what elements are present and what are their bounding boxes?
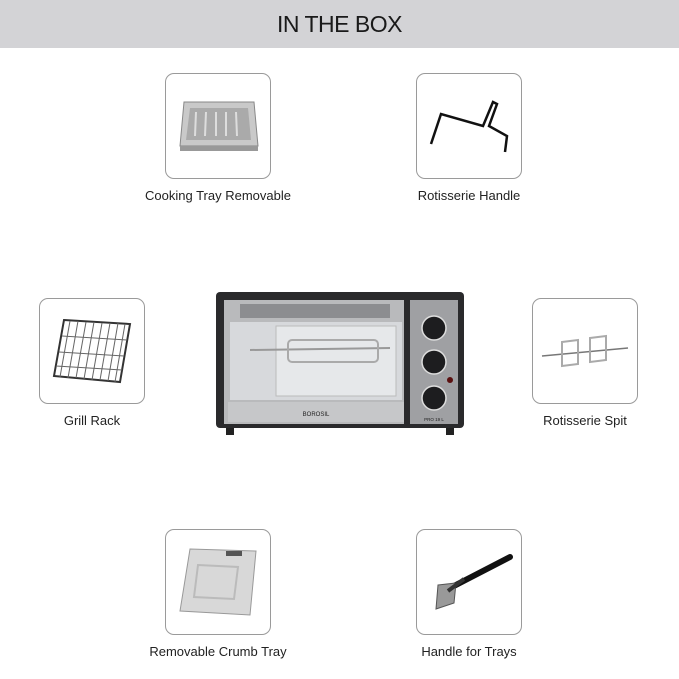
svg-text:BOROSIL: BOROSIL xyxy=(303,412,330,418)
item-rotisserie-handle: Rotisserie Handle xyxy=(399,73,539,203)
rotisserie-spit-icon xyxy=(541,334,629,368)
item-grill-rack: Grill Rack xyxy=(22,298,162,428)
item-label: Rotisserie Spit xyxy=(543,413,627,428)
item-frame xyxy=(416,529,522,635)
page-title: IN THE BOX xyxy=(277,10,402,37)
grill-rack-icon xyxy=(52,318,132,384)
item-frame xyxy=(165,73,271,179)
item-label: Cooking Tray Removable xyxy=(145,188,291,203)
item-label: Handle for Trays xyxy=(421,644,517,659)
header-banner: IN THE BOX xyxy=(0,0,679,48)
item-label: Rotisserie Handle xyxy=(417,188,521,203)
oven-image: BOROSIL PRO 19 L xyxy=(216,292,464,435)
item-label: Grill Rack xyxy=(63,413,121,428)
item-frame xyxy=(532,298,638,404)
tray-handle-icon xyxy=(435,554,513,610)
item-cooking-tray: Cooking Tray Removable xyxy=(145,73,291,203)
item-crumb-tray: Removable Crumb Tray xyxy=(148,529,288,659)
crumb-tray-icon xyxy=(179,548,257,616)
item-label: Removable Crumb Tray xyxy=(149,644,287,659)
item-frame xyxy=(165,529,271,635)
item-rotisserie-spit: Rotisserie Spit xyxy=(515,298,655,428)
item-tray-handle: Handle for Trays xyxy=(399,529,539,659)
item-frame xyxy=(39,298,145,404)
cooking-tray-icon xyxy=(179,101,259,151)
item-frame xyxy=(416,73,522,179)
rotisserie-handle-icon xyxy=(429,100,509,153)
svg-text:PRO 19 L: PRO 19 L xyxy=(424,417,444,422)
